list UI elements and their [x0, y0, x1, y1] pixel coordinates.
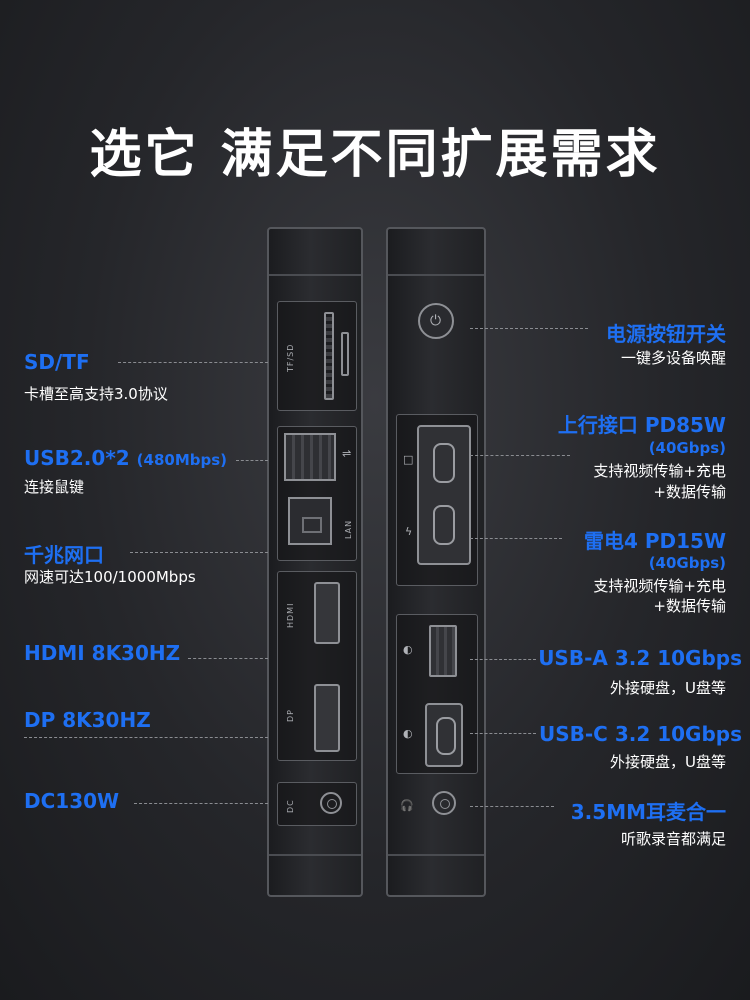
usb-a-port [429, 625, 457, 677]
dc-title: DC130W [24, 789, 120, 813]
lan-leader [130, 552, 268, 553]
usb-a-icon: ◐ [403, 643, 413, 656]
ethernet-port [288, 497, 332, 545]
audio-title: 3.5MM耳麦合一 [570, 800, 726, 824]
usb-c-port [436, 717, 456, 755]
audio-leader [470, 806, 554, 807]
hdmi-label: HDMI [286, 602, 295, 628]
hdmi-leader [188, 658, 268, 659]
upstream-leader [470, 455, 570, 456]
power-title: 电源按钮开关 [606, 322, 726, 346]
thunderbolt-desc-2: +数据传输 [653, 597, 726, 615]
headset-icon: 🎧 [400, 799, 414, 812]
laptop-charge-icon: □ [403, 453, 414, 466]
bottom-cap-line [388, 854, 484, 856]
dock-left-side: TF/SD ⇌ LAN HDMI DP DC [267, 227, 363, 897]
dp-label: DP [286, 709, 295, 722]
audio-jack [432, 791, 456, 815]
tf-sd-label: TF/SD [286, 343, 295, 372]
upstream-speed: (40Gbps) [648, 439, 726, 457]
thunderbolt-title: 雷电4 PD15W [583, 529, 726, 553]
headline: 选它 满足不同扩展需求 [89, 125, 661, 185]
top-cap-line [269, 274, 361, 276]
sd-tf-leader [118, 362, 268, 363]
usb2-desc: 连接鼠键 [24, 478, 85, 496]
dc-label: DC [286, 799, 295, 813]
usb-c-port-frame [425, 703, 463, 767]
sd-card-slot [324, 312, 334, 400]
usb-c-desc: 外接硬盘，U盘等 [610, 753, 726, 771]
dp-title: DP 8K30HZ [24, 708, 151, 732]
usb-a-title: USB-A 3.2 10Gbps [538, 646, 742, 670]
usb-lan-panel: ⇌ LAN [277, 426, 357, 561]
usb-a-desc: 外接硬盘，U盘等 [610, 679, 726, 697]
upstream-desc: 支持视频传输+充电 [593, 462, 726, 480]
dc-panel: DC [277, 782, 357, 826]
usb-data-panel: ◐ ◐ [396, 614, 478, 774]
thunderbolt-port-frame [417, 425, 471, 565]
bottom-cap-line [269, 854, 361, 856]
thunderbolt-leader [470, 538, 562, 539]
upstream-usb-c-port [433, 443, 455, 483]
thunderbolt-panel: □ ϟ [396, 414, 478, 586]
upstream-desc-2: +数据传输 [653, 483, 726, 501]
power-button[interactable]: ⏻ [418, 303, 454, 339]
usb-icon: ⇌ [342, 447, 352, 460]
dc-leader [134, 803, 268, 804]
usb2-leader [236, 460, 268, 461]
card-slot-panel: TF/SD [277, 301, 357, 411]
usb-c-icon: ◐ [403, 727, 413, 740]
usb2-title: USB2.0*2 (480Mbps) [24, 446, 228, 470]
power-icon: ⏻ [430, 313, 442, 329]
displayport-port [314, 684, 340, 752]
dock-right-side: ⏻ □ ϟ ◐ ◐ 🎧 [386, 227, 486, 897]
video-panel: HDMI DP [277, 571, 357, 761]
hdmi-title: HDMI 8K30HZ [24, 641, 181, 665]
thunderbolt-speed: (40Gbps) [648, 554, 726, 572]
sd-tf-title: SD/TF [24, 350, 90, 374]
sd-tf-desc: 卡槽至高支持3.0协议 [24, 385, 168, 403]
usb-a-leader [470, 659, 536, 660]
thunderbolt4-usb-c-port [433, 505, 455, 545]
tf-card-slot [341, 332, 349, 376]
hdmi-port [314, 582, 340, 644]
dp-leader [24, 737, 268, 738]
lan-label: LAN [344, 519, 353, 539]
upstream-title: 上行接口 PD85W [557, 413, 726, 437]
power-leader [470, 328, 588, 329]
power-desc: 一键多设备唤醒 [620, 349, 726, 367]
usb2-port-pair [284, 433, 336, 481]
audio-desc: 听歌录音都满足 [620, 830, 726, 848]
thunderbolt-icon: ϟ [405, 525, 413, 538]
thunderbolt-desc: 支持视频传输+充电 [593, 577, 726, 595]
top-cap-line [388, 274, 484, 276]
lan-title: 千兆网口 [24, 543, 104, 567]
usb-c-title: USB-C 3.2 10Gbps [538, 722, 742, 746]
usb-c-leader [470, 733, 536, 734]
dc-power-jack [320, 792, 342, 814]
lan-desc: 网速可达100/1000Mbps [24, 568, 196, 586]
